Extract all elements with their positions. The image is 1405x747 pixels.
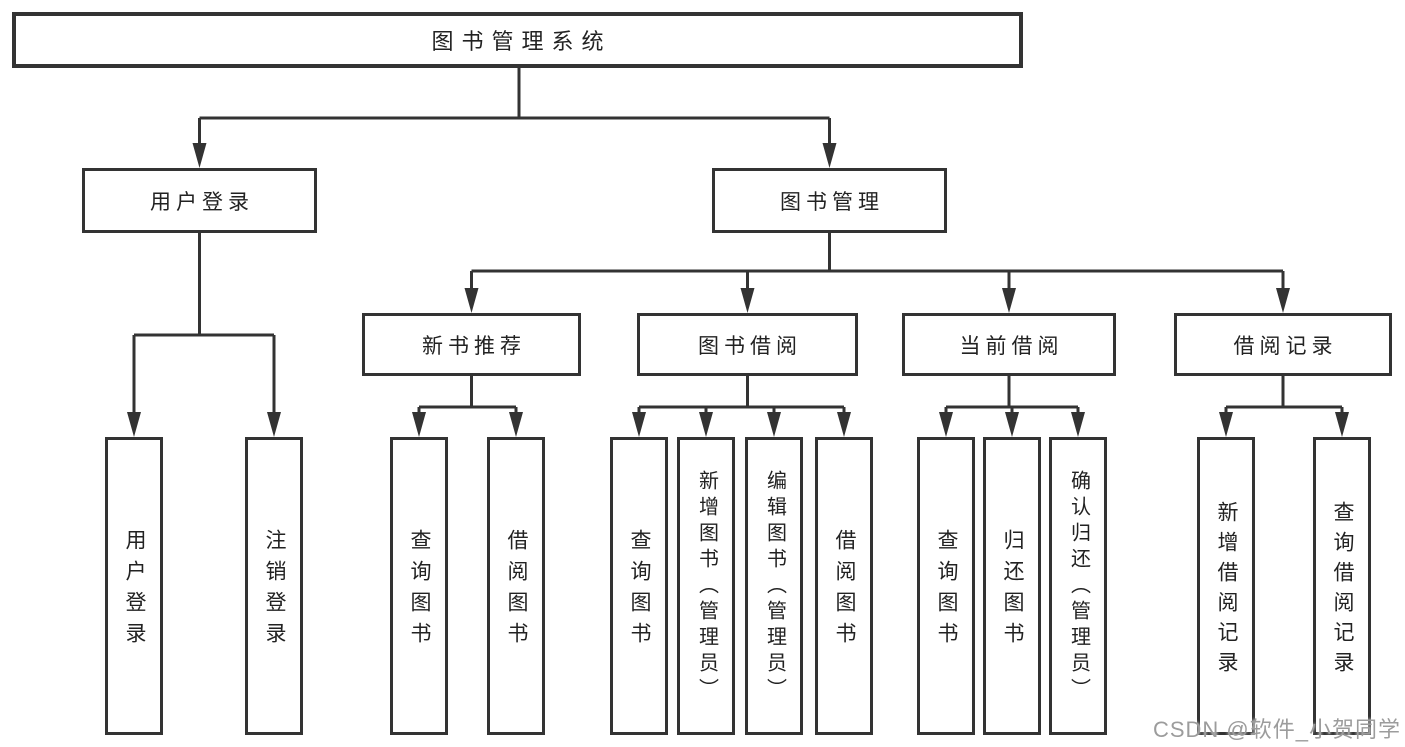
node-book-borrow: 图书借阅 [637, 313, 858, 376]
node-label: 借阅图书 [833, 529, 857, 653]
leaf-borrow-add-books-admin: 新增图书（管理员） [677, 437, 735, 735]
node-label: 借阅记录 [1233, 334, 1338, 358]
leaf-borrow-edit-books-admin: 编辑图书（管理员） [745, 437, 803, 735]
leaf-current-confirm-return-admin: 确认归还（管理员） [1049, 437, 1107, 735]
leaf-records-add-record: 新增借阅记录 [1197, 437, 1255, 735]
node-borrow-records: 借阅记录 [1174, 313, 1392, 376]
node-label: 当前借阅 [959, 334, 1064, 358]
node-label: 借阅图书 [505, 529, 529, 653]
node-book-management: 图书管理 [712, 168, 947, 233]
leaf-borrow-borrow-books: 借阅图书 [815, 437, 873, 735]
node-library-management-system: 图书管理系统 [12, 12, 1023, 68]
leaf-user-login: 用户登录 [105, 437, 163, 735]
node-label: 新增借阅记录 [1215, 500, 1239, 681]
node-label: 图书借阅 [698, 334, 802, 358]
node-label: 查询图书 [935, 529, 959, 653]
node-label: 注销登录 [263, 529, 287, 653]
leaf-borrow-query-books: 查询图书 [610, 437, 668, 735]
node-label: 编辑图书（管理员） [763, 470, 786, 704]
node-user-login: 用户登录 [82, 168, 317, 233]
node-label: 用户登录 [150, 190, 254, 214]
leaf-recommend-query-books: 查询图书 [390, 437, 448, 735]
node-current-borrow: 当前借阅 [902, 313, 1116, 376]
node-new-book-recommend: 新书推荐 [362, 313, 581, 376]
node-label: 新书推荐 [422, 334, 526, 358]
node-label: 归还图书 [1001, 529, 1025, 653]
node-label: 图书管理 [780, 190, 884, 214]
node-label: 用户登录 [123, 529, 147, 653]
watermark: CSDN @软件_小贺同学 [1152, 717, 1401, 742]
node-label: 新增图书（管理员） [695, 470, 718, 704]
leaf-current-return-books: 归还图书 [983, 437, 1041, 735]
leaf-records-query-record: 查询借阅记录 [1313, 437, 1371, 735]
node-label: 查询图书 [408, 529, 432, 653]
node-label: 确认归还（管理员） [1067, 470, 1090, 704]
leaf-logout: 注销登录 [245, 437, 303, 735]
leaf-recommend-borrow-books: 借阅图书 [487, 437, 545, 735]
node-label: 查询借阅记录 [1331, 500, 1355, 681]
leaf-current-query-books: 查询图书 [917, 437, 975, 735]
node-label: 查询图书 [628, 529, 652, 653]
node-label: 图书管理系统 [431, 29, 612, 54]
